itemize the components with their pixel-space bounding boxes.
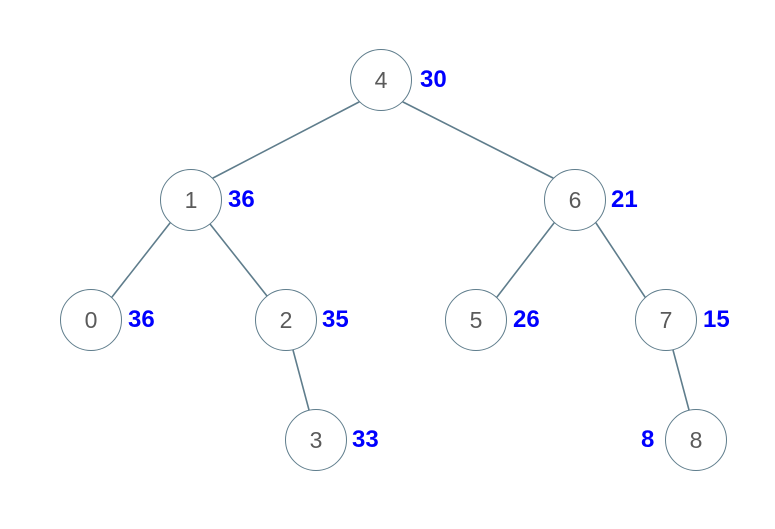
- tree-node-key: 1: [184, 186, 198, 213]
- tree-node-key: 7: [659, 306, 673, 333]
- tree-node-key: 3: [309, 426, 323, 453]
- tree-node-1[interactable]: 1: [160, 169, 222, 231]
- tree-node-key: 0: [84, 306, 98, 333]
- tree-node-key: 4: [374, 66, 388, 93]
- tree-edge: [209, 223, 268, 297]
- tree-node-key: 6: [568, 186, 582, 213]
- tree-node-label-6: 21: [611, 186, 638, 213]
- tree-node-7[interactable]: 7: [635, 289, 697, 351]
- tree-node-6[interactable]: 6: [544, 169, 606, 231]
- tree-edge: [111, 222, 171, 298]
- tree-node-key: 8: [689, 426, 703, 453]
- tree-node-label-8: 8: [641, 426, 655, 453]
- tree-node-label-3: 33: [352, 426, 379, 453]
- tree-node-key: 5: [469, 306, 483, 333]
- tree-node-label-7: 15: [703, 306, 730, 333]
- tree-node-label-0: 36: [128, 306, 155, 333]
- tree-edge: [212, 101, 360, 179]
- tree-edge: [292, 349, 310, 411]
- tree-edge: [672, 349, 690, 411]
- tree-node-2[interactable]: 2: [255, 289, 317, 351]
- tree-node-5[interactable]: 5: [445, 289, 507, 351]
- tree-node-label-4: 30: [420, 66, 447, 93]
- tree-node-4[interactable]: 4: [350, 49, 412, 111]
- tree-node-0[interactable]: 0: [60, 289, 122, 351]
- tree-node-label-1: 36: [228, 186, 255, 213]
- tree-node-key: 2: [279, 306, 293, 333]
- tree-edge: [595, 222, 646, 298]
- tree-node-3[interactable]: 3: [285, 409, 347, 471]
- tree-edge: [496, 222, 555, 298]
- tree-node-label-2: 35: [322, 306, 349, 333]
- tree-node-8[interactable]: 8: [665, 409, 727, 471]
- tree-edge: [402, 101, 554, 179]
- tree-node-label-5: 26: [513, 306, 540, 333]
